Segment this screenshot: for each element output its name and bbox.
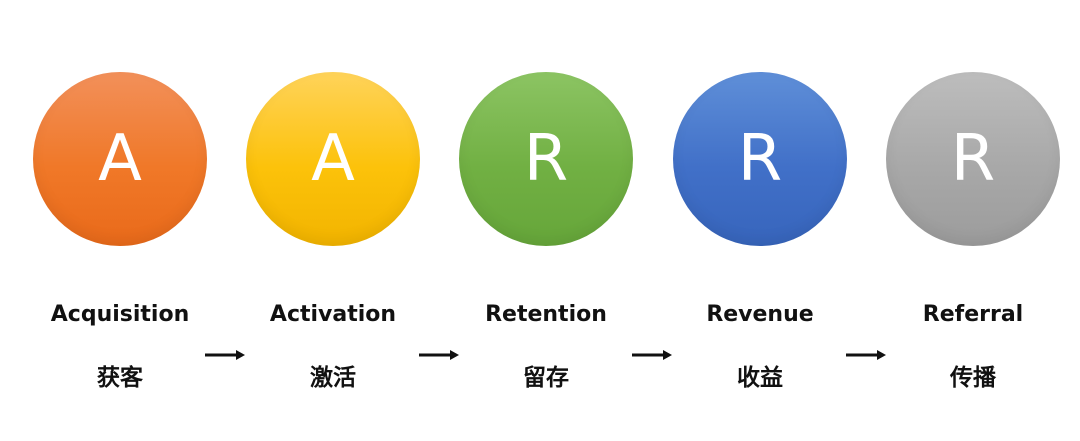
stage-acquisition: A Acquisition 获客 [33,72,207,402]
right-arrow-icon [632,350,672,360]
stage-label-zh: 传播 [950,365,996,391]
stage-circle-activation: A [246,72,420,246]
stage-activation: A Activation 激活 [246,72,420,402]
stage-letter: A [311,122,355,196]
stage-letter: R [950,122,996,196]
stage-label-en: Acquisition [50,302,190,327]
stage-label-en: Referral [922,302,1024,327]
stage-letter: R [523,122,569,196]
stage-retention: R Retention 留存 [459,72,633,402]
stage-label-en: Revenue [706,302,814,327]
right-arrow-icon [205,350,245,360]
right-arrow-icon [846,350,886,360]
stage-circle-revenue: R [673,72,847,246]
stage-revenue: R Revenue 收益 [673,72,847,402]
stage-circle-referral: R [886,72,1060,246]
stage-circle-acquisition: A [33,72,207,246]
stage-letter: R [737,122,783,196]
stage-label-en: Activation [269,302,397,327]
stage-label-en: Retention [485,302,607,327]
stage-label-zh: 获客 [97,365,143,391]
stage-referral: R Referral 传播 [886,72,1060,402]
stage-label-zh: 收益 [737,365,783,391]
stage-label-zh: 激活 [310,365,356,391]
right-arrow-icon [419,350,459,360]
stage-letter: A [98,122,142,196]
stage-circle-retention: R [459,72,633,246]
stage-label-zh: 留存 [523,365,569,391]
